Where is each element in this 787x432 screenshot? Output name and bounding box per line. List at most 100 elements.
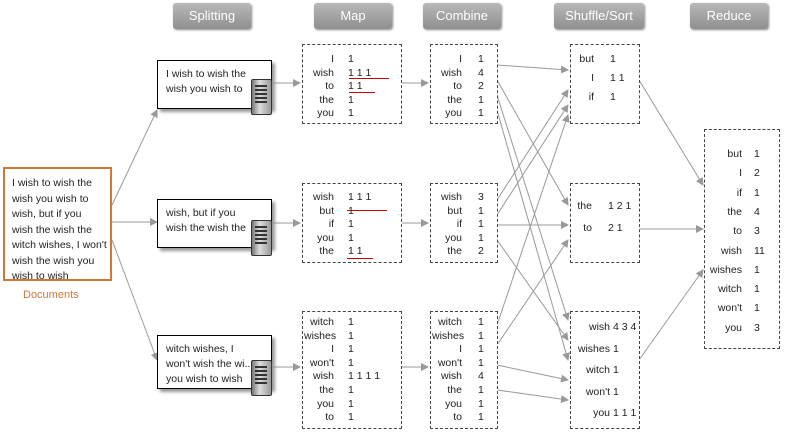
map-box-1	[302, 44, 402, 124]
shuffle-3-row-value: 4 3 4	[613, 321, 637, 333]
reduce-row-value: 3	[754, 321, 760, 334]
map-3-row-key: I	[331, 343, 334, 356]
arrow-c1-s2	[496, 79, 569, 206]
header-map: Map	[314, 3, 392, 29]
header-shuffle: Shuffle/Sort	[554, 3, 644, 29]
reduce-row-key: wishes	[709, 263, 742, 276]
reduce-row-value: 1	[754, 283, 760, 296]
map-2-row-value: 1 1	[348, 245, 363, 257]
combine-3-row-value: 1	[478, 356, 484, 369]
combine-3-row-key: won't	[437, 356, 462, 369]
map-3-row-key: won't	[309, 356, 334, 369]
server-icon	[251, 360, 272, 396]
input-document: I wish to wish the wish you wish to wish…	[3, 167, 112, 282]
arrow-c3-s2	[496, 239, 569, 346]
combine-3-row-value: 1	[478, 329, 484, 342]
map-3-row-value: 1	[348, 356, 354, 369]
map-1-row-key: you	[317, 107, 334, 119]
combine-2-row-key: you	[445, 231, 462, 244]
shuffle-1-row-key: I	[591, 72, 594, 84]
combine-3-row-value: 1	[478, 411, 484, 424]
combine-2-row-key: the	[447, 245, 462, 257]
map-3-row-key: the	[319, 384, 334, 396]
map-1-row-key: wish	[312, 66, 334, 79]
shuffle-3-row-value: 1	[613, 364, 619, 376]
map-3-row-key: to	[325, 411, 334, 424]
server-icon	[251, 220, 272, 256]
arrow-c3-s3b	[496, 389, 569, 403]
reduce-row-key: witch	[718, 283, 742, 296]
reduce-row-value: 11	[754, 244, 765, 257]
shuffle-1-row-value: 1	[610, 91, 616, 103]
map-3-row-value: 1 1 1 1	[348, 370, 381, 383]
map-2-row-key: if	[328, 218, 334, 230]
map-3-row-key: wish	[312, 370, 334, 383]
combine-3-row-key: to	[453, 411, 462, 424]
reduce-row-value: 1	[754, 302, 760, 315]
arrow-c3-s3	[496, 364, 569, 383]
reduce-row-key: if	[736, 186, 742, 199]
arrow-c1-s3	[496, 94, 570, 321]
combine-3-row-key: wishes	[432, 329, 465, 342]
combine-2-row-value: 1	[478, 218, 484, 230]
map-3-row-key: wishes	[304, 329, 337, 342]
combine-3-row-key: wish	[440, 370, 462, 383]
map-2-row-key: but	[319, 204, 334, 217]
header-reduce: Reduce	[690, 3, 768, 29]
map-1-row-key: I	[331, 53, 334, 65]
combine-3-row-value: 1	[478, 384, 484, 396]
combine-2-row-value: 1	[478, 231, 484, 244]
arrow-doc-split1	[111, 109, 158, 206]
reduce-row-key: wish	[720, 244, 742, 257]
map-2-row-value: 1	[348, 204, 354, 217]
reduce-row-key: won't	[717, 302, 742, 315]
map-1-row-value: 1 1 1	[348, 66, 372, 79]
reduce-row-value: 1	[754, 148, 760, 160]
shuffle-1-row-value: 1	[610, 53, 616, 65]
combine-box-3	[430, 311, 498, 429]
combine-1-row-key: you	[445, 107, 462, 119]
shuffle-box-2	[570, 183, 640, 263]
arrow-c2-s1	[496, 89, 569, 201]
combine-3-row-value: 1	[478, 316, 484, 328]
reduce-row-key: but	[727, 148, 742, 160]
combine-3-row-key: I	[459, 343, 462, 356]
shuffle-3-row-value: 1	[613, 342, 619, 355]
combine-1-row-key: to	[453, 80, 462, 92]
arrow-doc-split3	[111, 239, 159, 361]
shuffle-2-row-key: the	[577, 200, 592, 212]
map-3-row-value: 1	[348, 329, 354, 342]
combine-1-row-key: I	[459, 53, 462, 65]
combine-1-row-value: 1	[478, 93, 484, 106]
shuffle-1-row-value: 1 1	[610, 72, 625, 84]
map-3-row-value: 1	[348, 397, 354, 410]
arrow-c2-s1b	[496, 104, 569, 216]
shuffle-3-row-value: 1	[613, 385, 619, 398]
combine-3-row-value: 1	[478, 343, 484, 356]
shuffle-box-1	[570, 44, 640, 124]
combine-1-row-key: the	[447, 93, 462, 106]
combine-3-row-key: you	[445, 397, 462, 410]
combine-3-row-key: witch	[438, 316, 462, 328]
arrow-c1-s1	[496, 64, 569, 74]
map-1-row-key: to	[325, 80, 334, 92]
annotation-underline	[349, 92, 375, 93]
map-3-row-key: you	[317, 397, 334, 410]
map-1-row-value: 1	[348, 53, 354, 65]
combine-box-1	[430, 44, 498, 124]
reduce-row-key: I	[739, 167, 742, 180]
arrow-c3-s1	[496, 114, 570, 326]
header-combine: Combine	[423, 3, 501, 29]
map-1-row-key: the	[319, 93, 334, 106]
reduce-row-key: the	[727, 205, 742, 218]
combine-1-row-value: 2	[478, 80, 484, 92]
map-3-row-value: 1	[348, 384, 354, 396]
map-3-row-value: 1	[348, 316, 354, 328]
shuffle-2-row-value: 1 2 1	[608, 200, 632, 212]
combine-1-row-value: 1	[478, 107, 484, 119]
combine-1-row-key: wish	[440, 66, 462, 79]
shuffle-3-row-key: you	[593, 407, 610, 419]
map-1-row-value: 1	[348, 107, 354, 119]
server-icon	[251, 79, 272, 115]
